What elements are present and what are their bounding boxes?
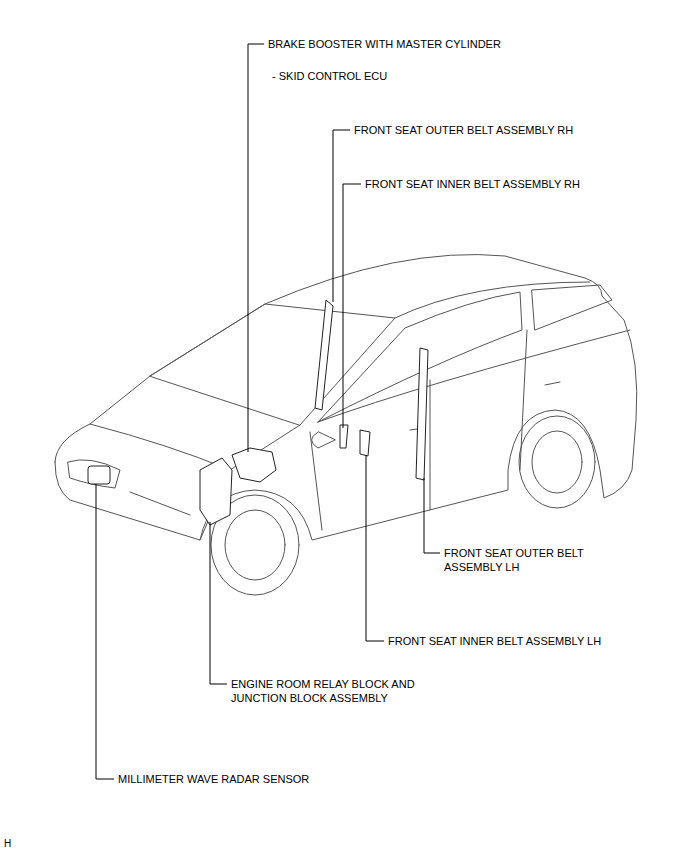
- part-label: MILLIMETER WAVE RADAR SENSOR: [118, 772, 418, 786]
- rear-wheel: [519, 416, 595, 508]
- part-label: FRONT SEAT INNER BELT ASSEMBLY LH: [388, 634, 678, 648]
- headlight: [68, 460, 120, 488]
- leader-lines: [96, 44, 440, 779]
- windshield: [150, 304, 395, 425]
- part-label: FRONT SEAT INNER BELT ASSEMBLY RH: [365, 177, 665, 191]
- figure-code: H: [4, 837, 34, 851]
- radar-sensor: [88, 466, 110, 484]
- car-body: [55, 255, 637, 540]
- relay-block: [200, 458, 232, 525]
- rear-window: [532, 285, 612, 330]
- part-label: - SKID CONTROL ECU: [272, 69, 472, 83]
- part-label: FRONT SEAT OUTER BELT ASSEMBLY RH: [354, 123, 654, 137]
- part-label: FRONT SEAT OUTER BELT ASSEMBLY LH: [444, 546, 609, 574]
- seat-belt-inner-lh: [360, 430, 370, 456]
- brake-booster: [232, 448, 276, 482]
- seat-belt-inner-rh: [340, 425, 348, 448]
- seat-belt-outer-rh: [315, 300, 333, 410]
- seat-belt-outer-lh: [416, 348, 428, 480]
- part-label: ENGINE ROOM RELAY BLOCK AND JUNCTION BLO…: [231, 677, 446, 705]
- part-label: BRAKE BOOSTER WITH MASTER CYLINDER: [268, 37, 548, 51]
